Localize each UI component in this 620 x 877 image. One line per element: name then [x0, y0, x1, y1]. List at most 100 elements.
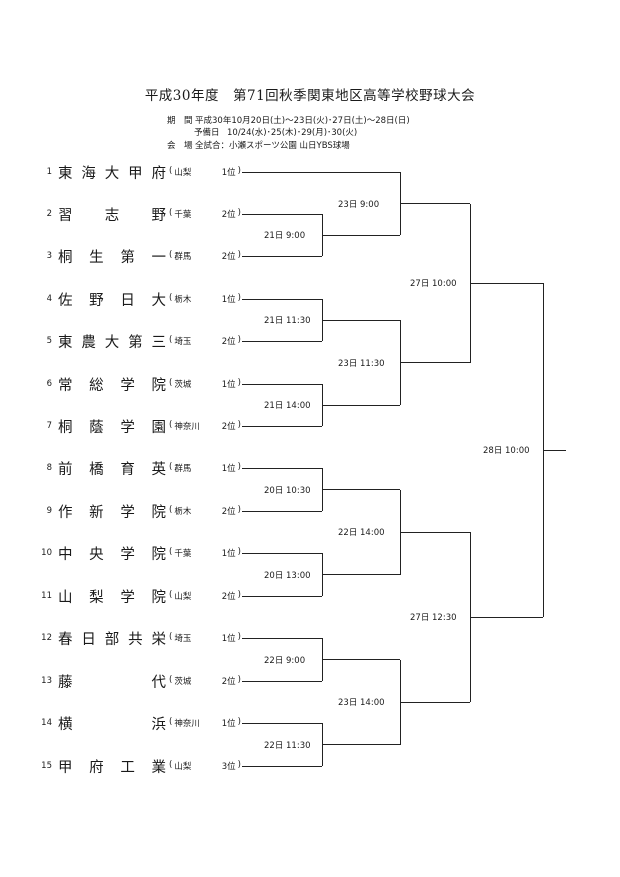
match-line — [322, 744, 400, 745]
team-seed: 7 — [46, 421, 52, 431]
period-label: 期 間 — [167, 116, 193, 126]
team-name: 山梨学院 — [58, 590, 166, 606]
team-name: 藤代 — [58, 675, 166, 691]
team-name: 前橋育英 — [58, 462, 166, 478]
team-name: 習志野 — [58, 208, 166, 224]
prefecture-name: 千葉 — [174, 549, 192, 559]
match-time-label: 20日 10:30 — [262, 483, 313, 496]
match-line — [470, 282, 543, 284]
match-line — [250, 467, 322, 469]
match-line — [400, 701, 470, 703]
match-time-label: 21日 11:30 — [262, 314, 313, 326]
team-line — [242, 425, 250, 427]
prefecture-rank: 2位 — [221, 337, 236, 347]
team-seed: 10 — [41, 548, 52, 558]
team-name: 作新学院 — [58, 505, 166, 521]
prefecture-name: 茨城 — [174, 380, 192, 390]
team-line — [242, 637, 250, 639]
team-name: 佐野日大 — [58, 293, 166, 309]
reserve-value: 10/24(水)･25(木)･29(月)･30(火) — [227, 128, 358, 138]
prefecture-name: 山梨 — [174, 762, 192, 772]
match-line — [250, 340, 322, 342]
match-time-label: 21日 14:00 — [262, 399, 313, 411]
prefecture-name: 群馬 — [174, 252, 192, 262]
match-line — [250, 552, 322, 554]
match-line — [322, 489, 400, 490]
prefecture-rank: 1位 — [221, 634, 236, 644]
period-value: 平成30年10月20日(土)～23日(火)･27日(土)～28日(日) — [195, 116, 410, 126]
match-line — [250, 637, 322, 639]
team-seed: 15 — [41, 761, 52, 771]
team-seed: 9 — [46, 506, 52, 516]
match-line — [250, 255, 322, 257]
team-line — [242, 595, 250, 597]
match-time-label: 21日 9:00 — [262, 229, 308, 241]
team-line — [242, 722, 250, 724]
match-time-label: 27日 12:30 — [408, 611, 459, 623]
prefecture-rank: 1位 — [221, 168, 236, 178]
team-line — [242, 383, 250, 385]
prefecture-rank: 1位 — [221, 464, 236, 474]
match-time-label: 23日 14:00 — [336, 696, 387, 708]
page-title: 平成30年度 第71回秋季関東地区高等学校野球大会 — [144, 88, 476, 104]
team-seed: 4 — [46, 294, 52, 304]
match-time-label: 23日 9:00 — [336, 197, 382, 210]
match-line — [250, 298, 322, 300]
prefecture-rank: 2位 — [221, 422, 236, 432]
team-line — [242, 298, 250, 300]
team-seed: 14 — [41, 718, 52, 728]
prefecture-rank: 2位 — [221, 210, 236, 220]
team-name: 甲府工業 — [58, 760, 166, 776]
team-name: 東農大第三 — [58, 335, 166, 351]
match-line — [250, 595, 322, 597]
match-line — [470, 616, 543, 618]
prefecture-name: 山梨 — [174, 592, 192, 602]
team-name: 春日部共栄 — [58, 632, 166, 648]
team-seed: 2 — [46, 209, 52, 219]
match-line — [322, 234, 400, 236]
prefecture-rank: 1位 — [221, 295, 236, 305]
prefecture-name: 群馬 — [174, 464, 192, 474]
match-line — [322, 659, 400, 660]
team-line — [242, 340, 250, 342]
prefecture-name: 茨城 — [174, 677, 192, 687]
match-time-label: 27日 10:00 — [408, 277, 459, 289]
match-line — [250, 171, 400, 173]
prefecture-rank: 1位 — [221, 719, 236, 729]
match-time-label: 22日 14:00 — [336, 526, 387, 538]
match-line — [400, 362, 470, 363]
match-line — [250, 213, 322, 215]
match-time-label: 23日 11:30 — [336, 356, 387, 369]
prefecture-name: 埼玉 — [174, 337, 192, 347]
venue-label: 会 場 — [167, 141, 193, 151]
match-line — [250, 383, 322, 385]
team-line — [242, 680, 250, 682]
team-seed: 1 — [46, 167, 52, 177]
match-time-label: 20日 13:00 — [262, 568, 313, 581]
prefecture-name: 埼玉 — [174, 634, 192, 644]
team-line — [242, 765, 250, 767]
prefecture-name: 栃木 — [174, 507, 192, 517]
reserve-label: 予備日 — [194, 128, 220, 138]
team-line — [242, 510, 250, 512]
team-seed: 6 — [46, 379, 52, 389]
prefecture-name: 栃木 — [174, 295, 192, 305]
prefecture-name: 神奈川 — [174, 719, 200, 729]
match-line — [400, 203, 470, 204]
match-time-label: 22日 9:00 — [262, 653, 308, 666]
team-name: 桐生第一 — [58, 250, 166, 266]
team-line — [242, 255, 250, 257]
team-seed: 12 — [41, 633, 52, 643]
prefecture-rank: 2位 — [221, 507, 236, 517]
team-seed: 8 — [46, 463, 52, 473]
match-time-label: 22日 11:30 — [262, 738, 313, 751]
team-name: 横浜 — [58, 717, 166, 733]
team-line — [242, 467, 250, 469]
